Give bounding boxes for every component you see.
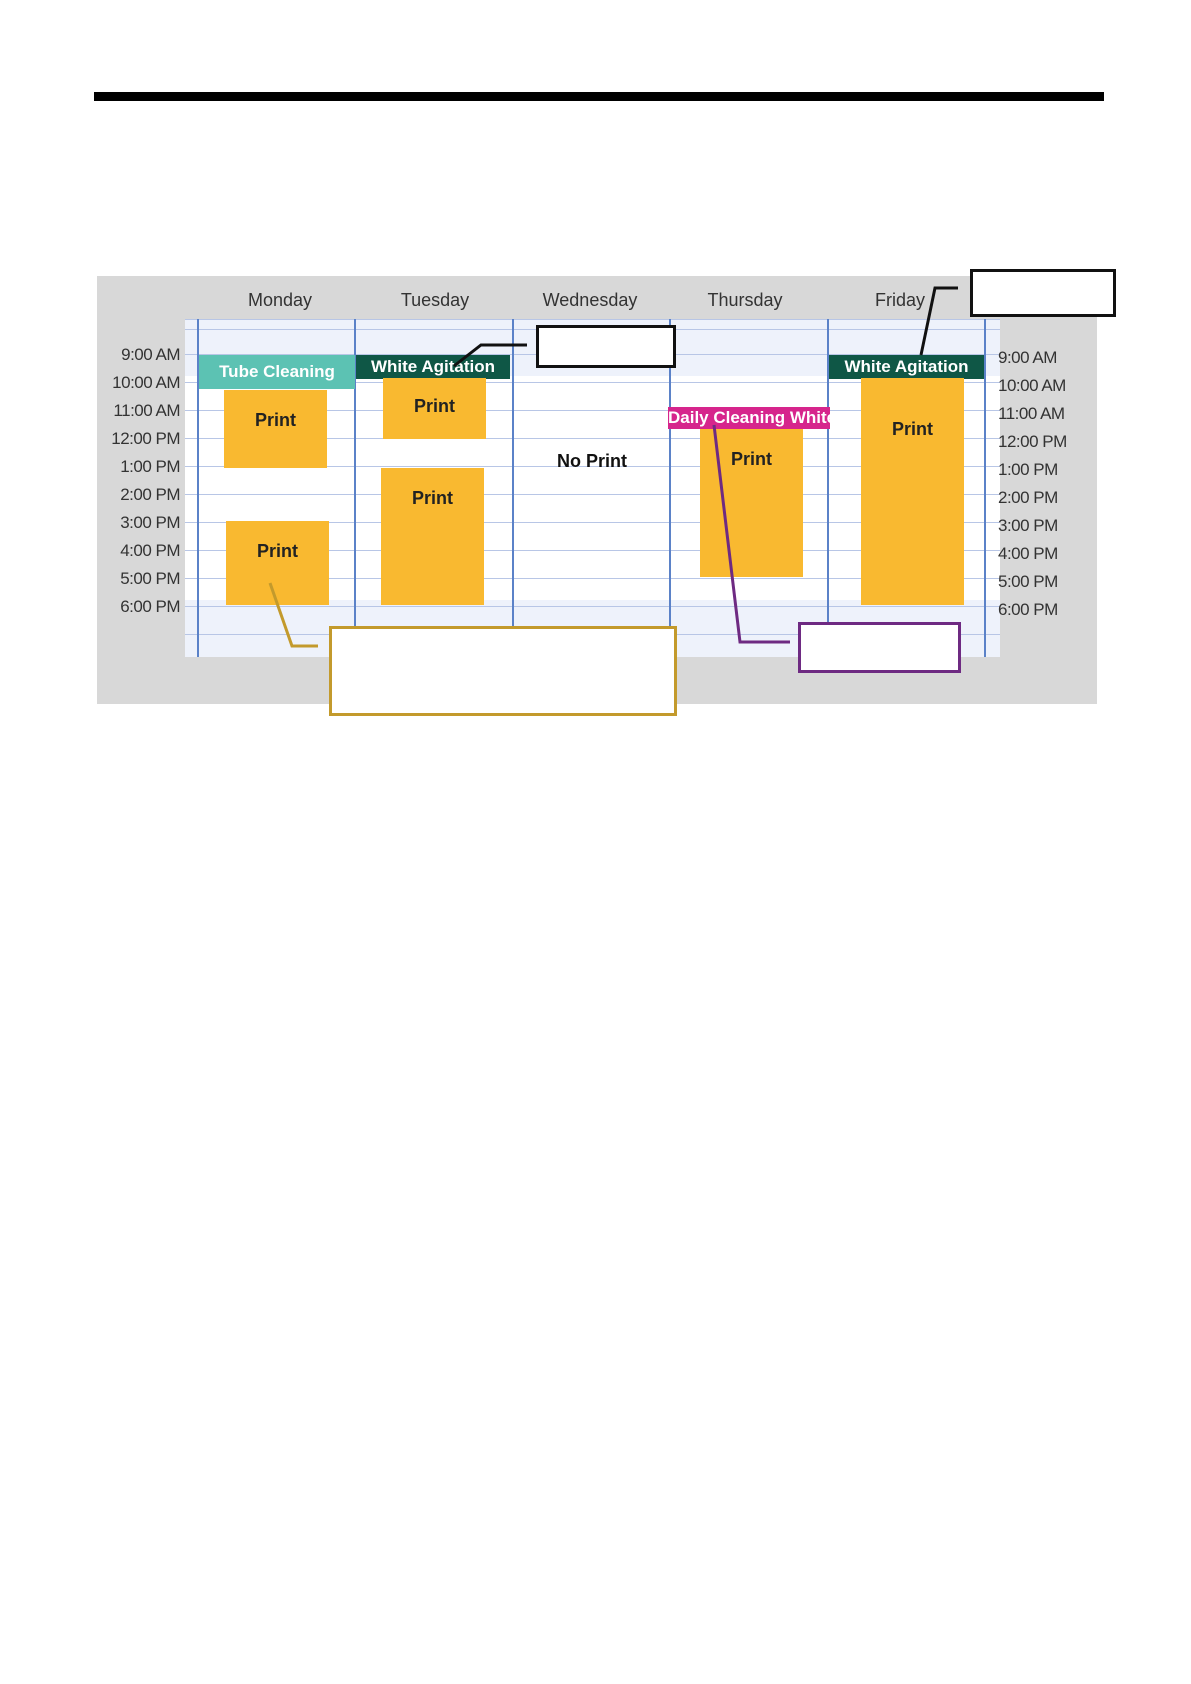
callout-box-daily-cleaning — [798, 622, 961, 673]
event-tube-cleaning[interactable]: Tube Cleaning — [199, 355, 355, 389]
day-header-wednesday: Wednesday — [542, 290, 638, 310]
time-label-right: 3:00 PM — [998, 516, 1058, 535]
event-print-label: Print — [730, 449, 772, 469]
time-label-left: 6:00 PM — [120, 597, 180, 616]
time-label-left: 2:00 PM — [120, 485, 180, 504]
time-label-right: 4:00 PM — [998, 544, 1058, 563]
grid-line — [185, 382, 1000, 383]
grid-line — [185, 466, 1000, 467]
day-divider — [197, 319, 199, 657]
leader-line-agitation-fri — [919, 286, 958, 356]
grid-line — [185, 438, 1000, 439]
time-label-right: 6:00 PM — [998, 600, 1058, 619]
day-divider — [512, 319, 514, 657]
leader-line-daily-cleaning — [712, 424, 790, 644]
no-print-label: No Print — [557, 451, 627, 471]
grid-line — [185, 319, 1000, 320]
time-label-right: 11:00 AM — [998, 404, 1065, 423]
event-print-label: Print — [891, 419, 933, 439]
day-header-tuesday: Tuesday — [400, 290, 470, 310]
event-white-agitation[interactable]: White Agitation — [829, 355, 984, 379]
event-print-label: Print — [256, 541, 298, 561]
day-divider — [827, 319, 829, 657]
event-print[interactable]: Print — [383, 378, 486, 439]
time-label-left: 10:00 AM — [112, 373, 180, 392]
time-label-right: 12:00 PM — [998, 432, 1067, 451]
grid-line — [185, 606, 1000, 607]
event-white-agitation[interactable]: White Agitation — [356, 355, 510, 379]
event-daily-cleaning-white[interactable]: Daily Cleaning White — [668, 407, 830, 429]
day-header-friday: Friday — [874, 290, 925, 310]
event-print-label: Print — [413, 396, 455, 416]
time-label-left: 4:00 PM — [120, 541, 180, 560]
time-label-left: 5:00 PM — [120, 569, 180, 588]
grid-line — [185, 578, 1000, 579]
day-divider — [354, 319, 356, 657]
event-print[interactable]: Print — [226, 521, 329, 605]
leader-line-agitation-tue — [453, 343, 527, 368]
time-label-right: 10:00 AM — [998, 376, 1066, 395]
grid-line — [185, 550, 1000, 551]
callout-box-print — [329, 626, 677, 716]
grid-line — [185, 494, 1000, 495]
callout-box-agitation-fri — [970, 269, 1116, 317]
time-label-right: 9:00 AM — [998, 348, 1057, 367]
time-label-right: 1:00 PM — [998, 460, 1058, 479]
time-label-right: 2:00 PM — [998, 488, 1058, 507]
day-header-thursday: Thursday — [707, 290, 783, 310]
grid-line — [185, 410, 1000, 411]
top-rule — [94, 92, 1104, 101]
event-print-label: Print — [411, 488, 453, 508]
day-header-monday: Monday — [247, 290, 313, 310]
time-label-right: 5:00 PM — [998, 572, 1058, 591]
day-divider — [669, 319, 671, 657]
event-print[interactable]: Print — [381, 468, 484, 605]
time-label-left: 11:00 AM — [113, 401, 180, 420]
day-divider — [984, 319, 986, 657]
event-print-label: Print — [254, 410, 296, 430]
time-label-left: 12:00 PM — [111, 429, 180, 448]
leader-line-print — [268, 582, 318, 648]
time-label-left: 1:00 PM — [120, 457, 180, 476]
time-label-left: 3:00 PM — [120, 513, 180, 532]
callout-box-agitation-tue — [536, 325, 676, 368]
event-print[interactable]: Print — [224, 390, 327, 468]
event-print[interactable]: Print — [861, 378, 964, 605]
grid-line — [185, 522, 1000, 523]
time-label-left: 9:00 AM — [121, 345, 180, 364]
